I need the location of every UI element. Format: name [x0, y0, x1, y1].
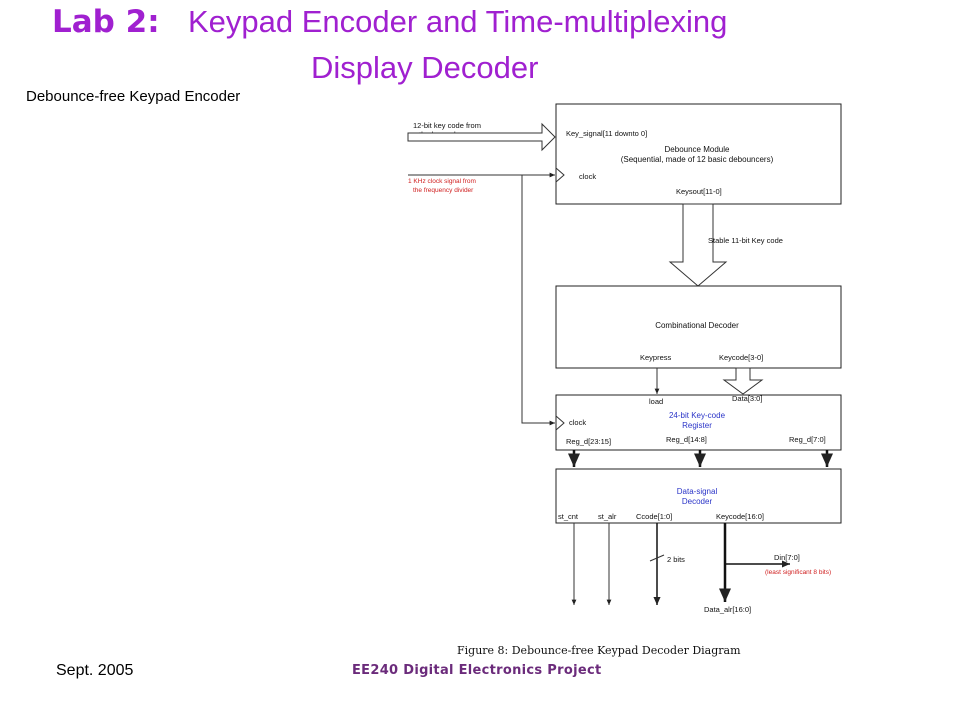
- din-label: Din[7:0]: [774, 553, 800, 562]
- data-signal-decoder-box: [555, 468, 842, 524]
- debounce-title: Debounce Module: [665, 145, 730, 154]
- register-clock-label: clock: [569, 418, 586, 427]
- dsd-out-st-cnt: st_cnt: [558, 512, 579, 521]
- input-clock-label-1: 1 KHz clock signal from: [408, 178, 476, 185]
- register-out-b: Reg_d[14:8]: [666, 435, 707, 444]
- keycode-fat-arrow: [722, 367, 764, 395]
- debounce-clock-label: clock: [579, 172, 596, 181]
- debounce-desc: (Sequential, made of 12 basic debouncers…: [621, 155, 774, 164]
- dsd-title-2: Decoder: [682, 497, 713, 506]
- keycode-bus-arrow: [407, 122, 556, 152]
- figure-caption: Figure 8: Debounce-free Keypad Decoder D…: [457, 644, 741, 657]
- stable-keycode-label: Stable 11-bit Key code: [708, 236, 783, 245]
- dsd-out-ccode: Ccode[1:0]: [636, 512, 672, 521]
- footer-course: EE240 Digital Electronics Project: [352, 663, 602, 678]
- two-bits-label: 2 bits: [667, 555, 685, 564]
- input-keycode-label-1: 12-bit key code from: [413, 121, 481, 130]
- footer-date: Sept. 2005: [56, 662, 134, 679]
- comb-port-keycode: Keycode[3-0]: [719, 353, 763, 362]
- register-data-label: Data[3:0]: [732, 394, 762, 403]
- dsd-out-st-alr: st_alr: [598, 512, 617, 521]
- register-out-c: Reg_d[7:0]: [789, 435, 826, 444]
- dsd-title-1: Data-signal: [677, 487, 718, 496]
- keycode-register-box: [555, 394, 842, 451]
- debounce-clock-symbol: [555, 167, 565, 183]
- register-clock-symbol: [555, 415, 565, 431]
- slide-subtitle: Debounce-free Keypad Encoder: [26, 88, 241, 105]
- debounce-port-in: Key_signal[11 downto 0]: [566, 129, 647, 138]
- two-bits-tick: [649, 554, 665, 562]
- input-clock-label-2: the frequency divider: [413, 187, 474, 194]
- stable-keycode-arrow: [668, 203, 728, 287]
- register-title-1: 24-bit Key-code: [669, 411, 726, 420]
- register-title-2: Register: [682, 421, 712, 430]
- slide-title: Keypad Encoder and Time-multiplexing: [188, 4, 728, 39]
- clock-line-register: [521, 175, 555, 426]
- din-note: (least significant 8 bits): [765, 569, 831, 576]
- dsd-out-keycode: Keycode[16:0]: [716, 512, 764, 521]
- slide-title-lab: Lab 2:: [52, 4, 160, 40]
- slide-title-line2: Display Decoder: [311, 50, 539, 85]
- data-alr-label: Data_alr[16:0]: [704, 605, 751, 614]
- comb-decoder-title: Combinational Decoder: [655, 321, 739, 330]
- combinational-decoder-box: [555, 285, 842, 369]
- register-out-a: Reg_d[23:15]: [566, 437, 611, 446]
- debounce-port-out: Keysout[11-0]: [676, 187, 722, 196]
- register-load-label: load: [649, 397, 663, 406]
- comb-port-keypress: Keypress: [640, 353, 672, 362]
